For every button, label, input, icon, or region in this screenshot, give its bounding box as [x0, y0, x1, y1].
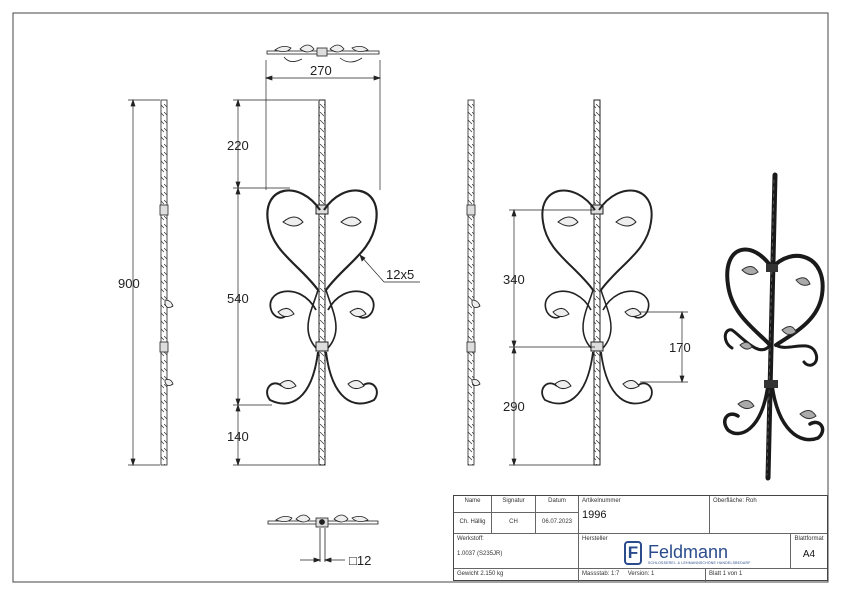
sheet-border — [12, 12, 829, 583]
tb-name-value: Ch. Hällig — [454, 513, 492, 534]
tb-col-datum: Datum — [536, 496, 579, 513]
tb-oberflaeche-value: Roh — [745, 498, 757, 504]
tb-werkstoff-value: 1.0037 (S235JR) — [457, 551, 503, 558]
bottom-view — [267, 514, 379, 563]
tb-blatt: Blatt 1 von 1 — [709, 571, 743, 577]
dim-140-label: 140 — [227, 429, 249, 444]
dim-front2-vertical — [509, 208, 688, 467]
dim-12x5-label: 12x5 — [386, 267, 414, 282]
tb-oberflaeche: Oberfläche: Roh — [710, 496, 827, 534]
dim-270-label: 270 — [310, 63, 332, 78]
dim-540-label: 540 — [227, 291, 249, 306]
tb-artikel: Artikelnummer 1996 — [579, 496, 710, 534]
leader-12x5 — [359, 254, 420, 283]
feldmann-logo: F Feldmann SCHLOSSEREI- & LEHMANNSCHÖNE … — [624, 541, 750, 567]
tb-oberflaeche-label: Oberfläche: — [713, 498, 745, 504]
tb-blattformat: Blattformat A4 — [791, 534, 827, 569]
dim-270 — [264, 60, 382, 190]
logo-mark-icon: F — [624, 541, 642, 565]
side-view-left — [159, 99, 174, 466]
tb-hersteller-label: Hersteller — [582, 536, 608, 542]
tb-massstab: Massstab: 1:7 — [582, 571, 620, 577]
front-view — [266, 99, 378, 466]
title-block: Name Signatur Datum Artikelnummer 1996 O… — [453, 495, 828, 582]
side-view-right — [466, 99, 481, 466]
dim-square-12-label: □12 — [349, 553, 371, 568]
dim-900 — [128, 98, 160, 467]
dim-170-label: 170 — [669, 340, 691, 355]
tb-werkstoff: Werkstoff: 1.0037 (S235JR) — [454, 534, 579, 569]
tb-werkstoff-label: Werkstoff: — [457, 536, 484, 542]
tb-hersteller: Hersteller — [579, 534, 791, 569]
logo-name: Feldmann — [648, 542, 729, 562]
tb-signatur-value: CH — [492, 513, 536, 534]
dim-220-label: 220 — [227, 138, 249, 153]
dim-900-label: 900 — [118, 276, 140, 291]
tb-datum-value: 06.07.2023 — [536, 513, 579, 534]
tb-artikel-label: Artikelnummer — [582, 498, 621, 504]
product-render — [723, 172, 825, 481]
front-view-2 — [541, 99, 653, 466]
tb-version: Version: 1 — [627, 571, 655, 577]
tb-blattformat-label: Blattformat — [794, 536, 824, 542]
top-view — [266, 44, 380, 63]
tb-artikel-value: 1996 — [582, 509, 607, 522]
logo-subtitle: SCHLOSSEREI- & LEHMANNSCHÖNE HANDELSBEDA… — [648, 561, 751, 565]
tb-massstab-version: Massstab: 1:7 Version: 1 — [579, 569, 706, 582]
tb-col-signatur: Signatur — [492, 496, 536, 513]
dim-340-label: 340 — [503, 272, 525, 287]
tb-gewicht: Gewicht 2.150 kg — [454, 569, 579, 582]
dim-290-label: 290 — [503, 399, 525, 414]
tb-blattformat-value: A4 — [802, 549, 816, 561]
dim-front-vertical — [233, 98, 318, 467]
tb-col-name: Name — [454, 496, 492, 513]
